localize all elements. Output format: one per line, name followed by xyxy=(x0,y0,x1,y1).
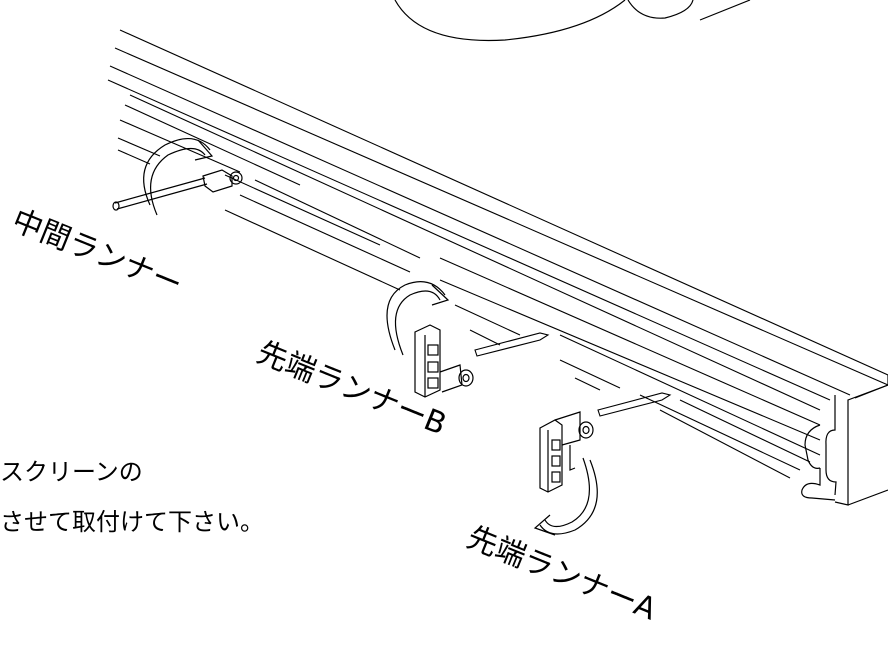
tip-runner-a-rotate-arrow xyxy=(533,457,598,536)
tip-runner-b-rotate-arrow xyxy=(386,281,450,356)
middle-runner-rotate-arrow xyxy=(143,138,214,216)
instruction-line-1: スクリーンの xyxy=(0,458,143,486)
label-middle-runner: 中間ランナー xyxy=(7,203,187,303)
top-detail-circle xyxy=(394,0,751,42)
middle-runner-part xyxy=(112,169,243,211)
label-tip-runner-b: 先端ランナーB xyxy=(252,335,451,443)
label-tip-runner-a: 先端ランナーA xyxy=(462,520,661,628)
rail-end-profile xyxy=(801,375,888,506)
tip-runner-b-part xyxy=(414,324,474,398)
rail-body xyxy=(107,29,888,479)
tip-runner-a-insert-arrow xyxy=(597,392,672,417)
tip-runner-a-part xyxy=(539,411,594,493)
instruction-line-2: させて取付けて下さい。 xyxy=(0,508,264,536)
tip-runner-b-insert-arrow xyxy=(474,332,550,357)
